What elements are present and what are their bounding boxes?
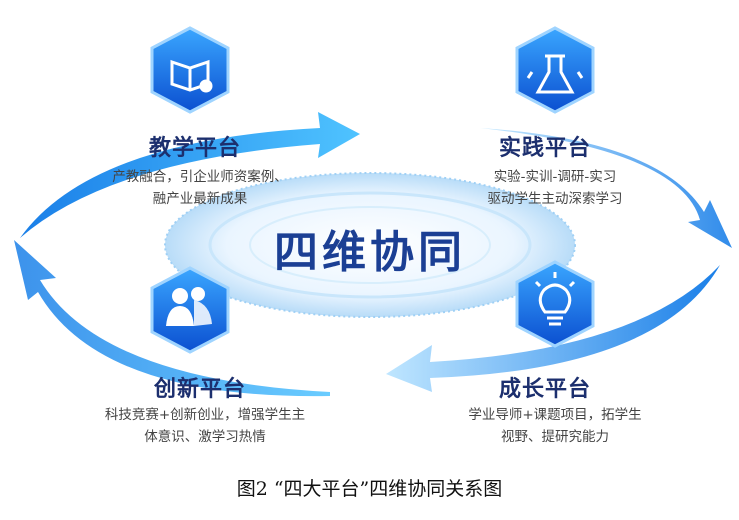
platform-title-innovation: 创新平台: [153, 377, 246, 402]
lightbulb-icon: [534, 272, 576, 326]
desc-line: 科技竞赛+创新创业，增强学生主: [104, 407, 306, 423]
platform-title-teaching: 教学平台: [148, 136, 241, 161]
platform-desc-innovation: 科技竞赛+创新创业，增强学生主体意识、激学习热情: [60, 404, 350, 448]
book-gear-icon: [170, 59, 213, 93]
hexagons: [150, 26, 595, 354]
platform-desc-growth: 学业导师+课题项目，拓学生视野、提研究能力: [425, 404, 685, 448]
arrow-right: [480, 128, 732, 248]
center-ring: [164, 172, 576, 318]
desc-line: 融产业最新成果: [152, 191, 248, 207]
center-title: 四维协同: [274, 227, 466, 278]
people-book-icon: [166, 287, 212, 326]
desc-line: 体意识、激学习热情: [144, 429, 266, 445]
platform-title-practice: 实践平台: [498, 136, 591, 161]
platform-desc-practice: 实验-实训-调研-实习驱动学生主动深索学习: [425, 166, 685, 210]
desc-line: 视野、提研究能力: [501, 429, 609, 445]
desc-line: 学业导师+课题项目，拓学生: [468, 407, 642, 423]
arrow-bottom: [386, 265, 720, 392]
platform-title-growth: 成长平台: [498, 377, 591, 402]
platform-desc-teaching: 产教融合，引企业师资案例、融产业最新成果: [70, 166, 330, 210]
desc-line: 实验-实训-调研-实习: [493, 169, 617, 185]
desc-line: 产教融合，引企业师资案例、: [112, 169, 288, 185]
desc-line: 驱动学生主动深索学习: [487, 191, 623, 207]
arrow-top: [20, 112, 360, 238]
figure-caption: 图2 “四大平台”四维协同关系图: [236, 478, 503, 500]
flask-icon: [526, 54, 584, 94]
